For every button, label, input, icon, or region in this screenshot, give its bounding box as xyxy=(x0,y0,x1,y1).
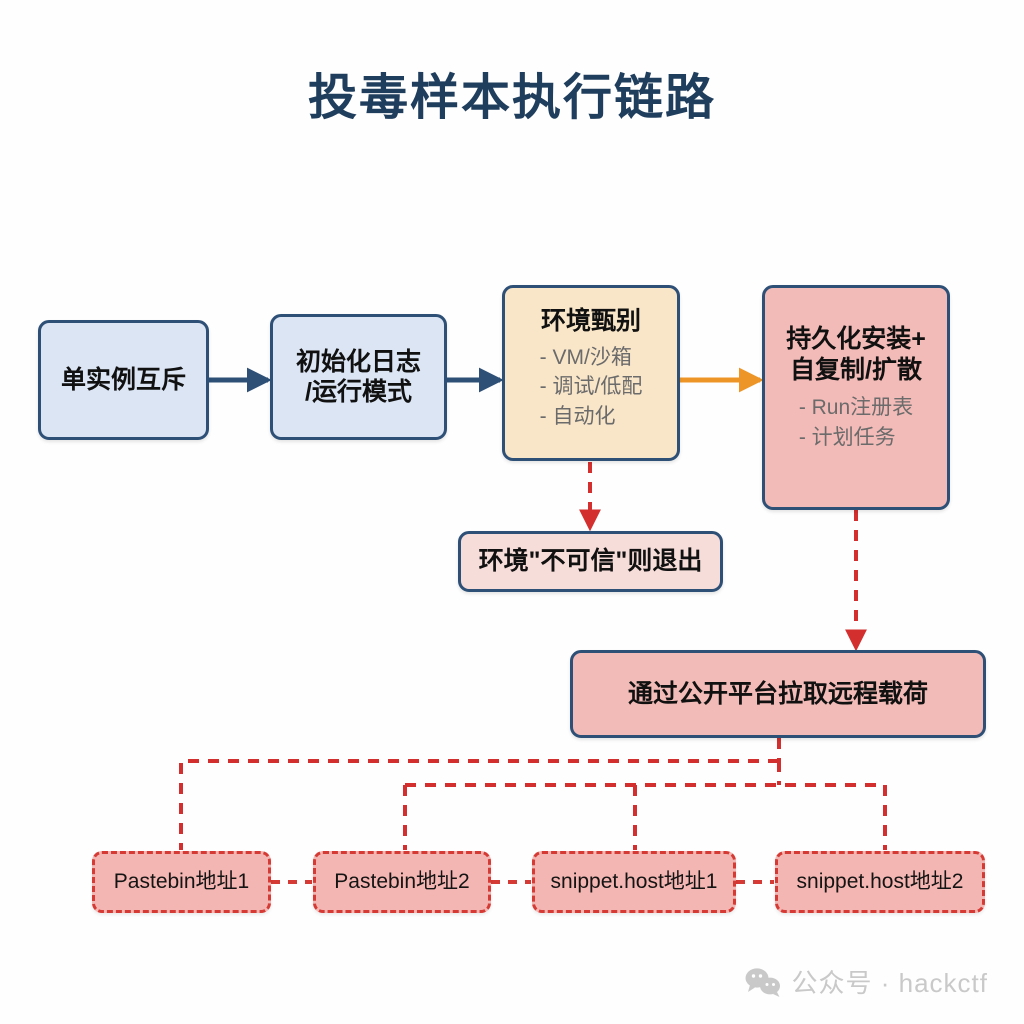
subitem: - 调试/低配 xyxy=(539,375,643,399)
node-snippet-host-address-1[interactable]: snippet.host地址1 xyxy=(532,851,736,913)
subitem: - 计划任务 xyxy=(798,425,896,449)
page-title: 投毒样本执行链路 xyxy=(307,71,716,125)
node-title-line1: 持久化安装+ xyxy=(786,325,926,353)
node-title: snippet.host地址2 xyxy=(796,870,964,894)
wechat-icon xyxy=(745,967,780,997)
subitem: - 自动化 xyxy=(539,405,616,429)
node-fetch-remote-payload[interactable]: 通过公开平台拉取远程载荷 xyxy=(570,650,986,738)
node-title: 单实例互斥 xyxy=(60,365,186,394)
node-persistence-and-selfreplication[interactable]: 持久化安装+ 自复制/扩散 - Run注册表 - 计划任务 xyxy=(762,285,950,510)
node-single-instance-mutex[interactable]: 单实例互斥 xyxy=(38,320,209,440)
node-title-line2: /运行模式 xyxy=(305,378,412,406)
node-pastebin-address-1[interactable]: Pastebin地址1 xyxy=(92,851,271,913)
node-title: 通过公开平台拉取远程载荷 xyxy=(627,679,928,708)
node-exit-if-untrusted[interactable]: 环境"不可信"则退出 xyxy=(458,531,723,592)
watermark-text: 公众号 · hackctf xyxy=(791,968,988,998)
node-snippet-host-address-2[interactable]: snippet.host地址2 xyxy=(775,851,985,913)
node-subitems: - Run注册表 - 计划任务 xyxy=(799,393,913,453)
node-title: Pastebin地址1 xyxy=(113,870,250,894)
watermark: 公众号 · hackctf xyxy=(744,963,988,1000)
edge-payload-tree xyxy=(179,738,887,850)
node-title: 环境甄别 xyxy=(540,307,641,335)
node-title-line1: 初始化日志 xyxy=(295,347,421,376)
node-title: 环境"不可信"则退出 xyxy=(478,547,703,576)
subitem: - Run注册表 xyxy=(798,396,914,419)
node-title: snippet.host地址1 xyxy=(550,870,718,894)
node-environment-detection[interactable]: 环境甄别 - VM/沙箱 - 调试/低配 - 自动化 xyxy=(502,285,680,461)
node-subitems: - VM/沙箱 - 调试/低配 - 自动化 xyxy=(540,343,643,432)
node-init-log-runmode[interactable]: 初始化日志 /运行模式 xyxy=(270,314,447,440)
subitem: - VM/沙箱 xyxy=(539,345,632,369)
node-pastebin-address-2[interactable]: Pastebin地址2 xyxy=(313,851,491,913)
node-title: Pastebin地址2 xyxy=(334,870,470,894)
node-title-line2: 自复制/扩散 xyxy=(790,355,922,384)
